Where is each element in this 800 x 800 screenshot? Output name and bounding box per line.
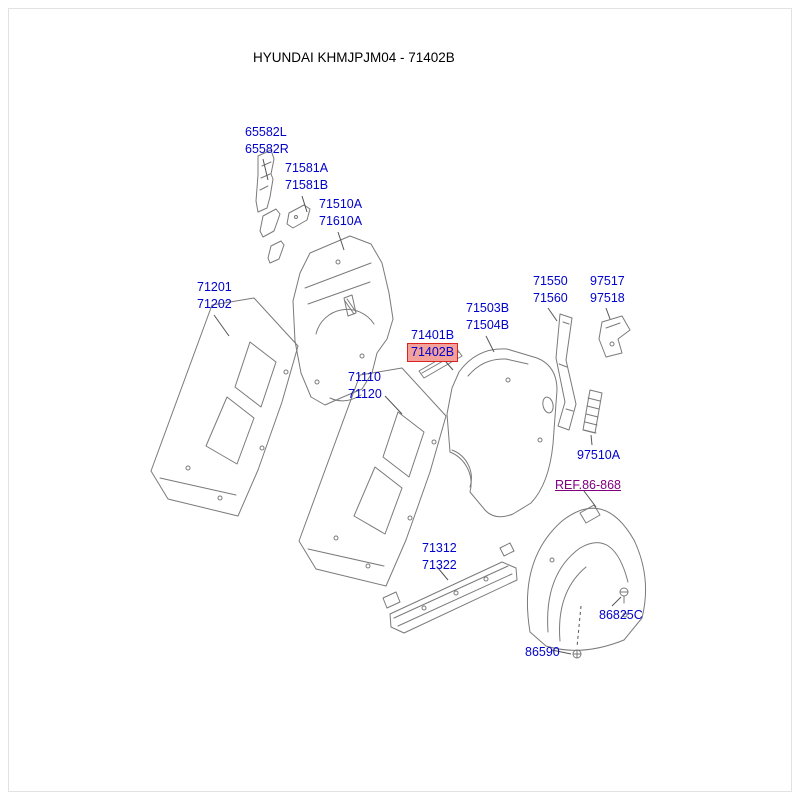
part-number: 65582R	[245, 142, 289, 156]
page-title: HYUNDAI KHMJPJM04 - 71402B	[253, 50, 455, 65]
part-number: 71510A	[319, 197, 363, 211]
part-drawing-86825C	[619, 587, 629, 604]
part-label-65582[interactable]: 65582L 65582R	[245, 124, 289, 158]
part-label-71312[interactable]: 71312 71322	[422, 540, 457, 574]
part-number: 71110	[348, 370, 381, 384]
part-number: 71560	[533, 291, 568, 305]
part-number: 71401B	[411, 328, 455, 342]
part-number: 71322	[422, 558, 457, 572]
part-label-71550[interactable]: 71550 71560	[533, 273, 568, 307]
part-drawing-71581	[259, 204, 311, 264]
part-number: 86825C	[599, 608, 643, 622]
part-number: 71504B	[466, 318, 510, 332]
leader-lines	[213, 158, 622, 655]
part-number: 71120	[348, 387, 382, 401]
part-drawing-97517	[598, 315, 631, 358]
part-number: 71610A	[319, 214, 363, 228]
part-label-71510[interactable]: 71510A 71610A	[319, 196, 362, 230]
part-drawing-71312	[382, 542, 518, 634]
ref-link-86-868[interactable]: REF.86-868	[555, 477, 621, 494]
part-label-71110[interactable]: 71110 71120	[348, 369, 382, 403]
part-drawing-71550	[555, 313, 577, 431]
part-number: 97518	[590, 291, 625, 305]
part-number: 97510A	[577, 448, 621, 462]
part-label-86590[interactable]: 86590	[525, 644, 560, 661]
part-number: 71312	[422, 541, 457, 555]
ref-text: REF.86-868	[555, 478, 622, 492]
part-number: 71581A	[285, 161, 329, 175]
part-label-71581[interactable]: 71581A 71581B	[285, 160, 328, 194]
part-number: 71503B	[466, 301, 510, 315]
part-drawing-wheel-guard	[527, 504, 647, 651]
part-drawing-71503	[446, 348, 558, 518]
part-drawing-86590	[572, 649, 582, 659]
part-number: 71402B	[411, 345, 455, 359]
part-label-97517[interactable]: 97517 97518	[590, 273, 625, 307]
part-label-71401B[interactable]: 71401B	[411, 327, 454, 344]
part-number: 97517	[590, 274, 625, 288]
part-number: 65582L	[245, 125, 287, 139]
part-number: 86590	[525, 645, 560, 659]
part-label-71201[interactable]: 71201 71202	[197, 279, 232, 313]
part-drawing-71201	[150, 297, 299, 517]
part-label-71402B-selected[interactable]: 71402B	[407, 343, 459, 362]
part-label-97510A[interactable]: 97510A	[577, 447, 620, 464]
part-number: 71581B	[285, 178, 329, 192]
part-drawing-71110	[298, 367, 447, 587]
part-label-86825C[interactable]: 86825C	[599, 607, 643, 624]
part-number: 71202	[197, 297, 232, 311]
part-number: 71550	[533, 274, 568, 288]
part-drawing-65582	[255, 149, 275, 213]
part-drawing-97510A	[582, 389, 603, 434]
part-label-71503[interactable]: 71503B 71504B	[466, 300, 509, 334]
part-drawing-71510	[292, 235, 394, 406]
part-number: 71201	[197, 280, 232, 294]
